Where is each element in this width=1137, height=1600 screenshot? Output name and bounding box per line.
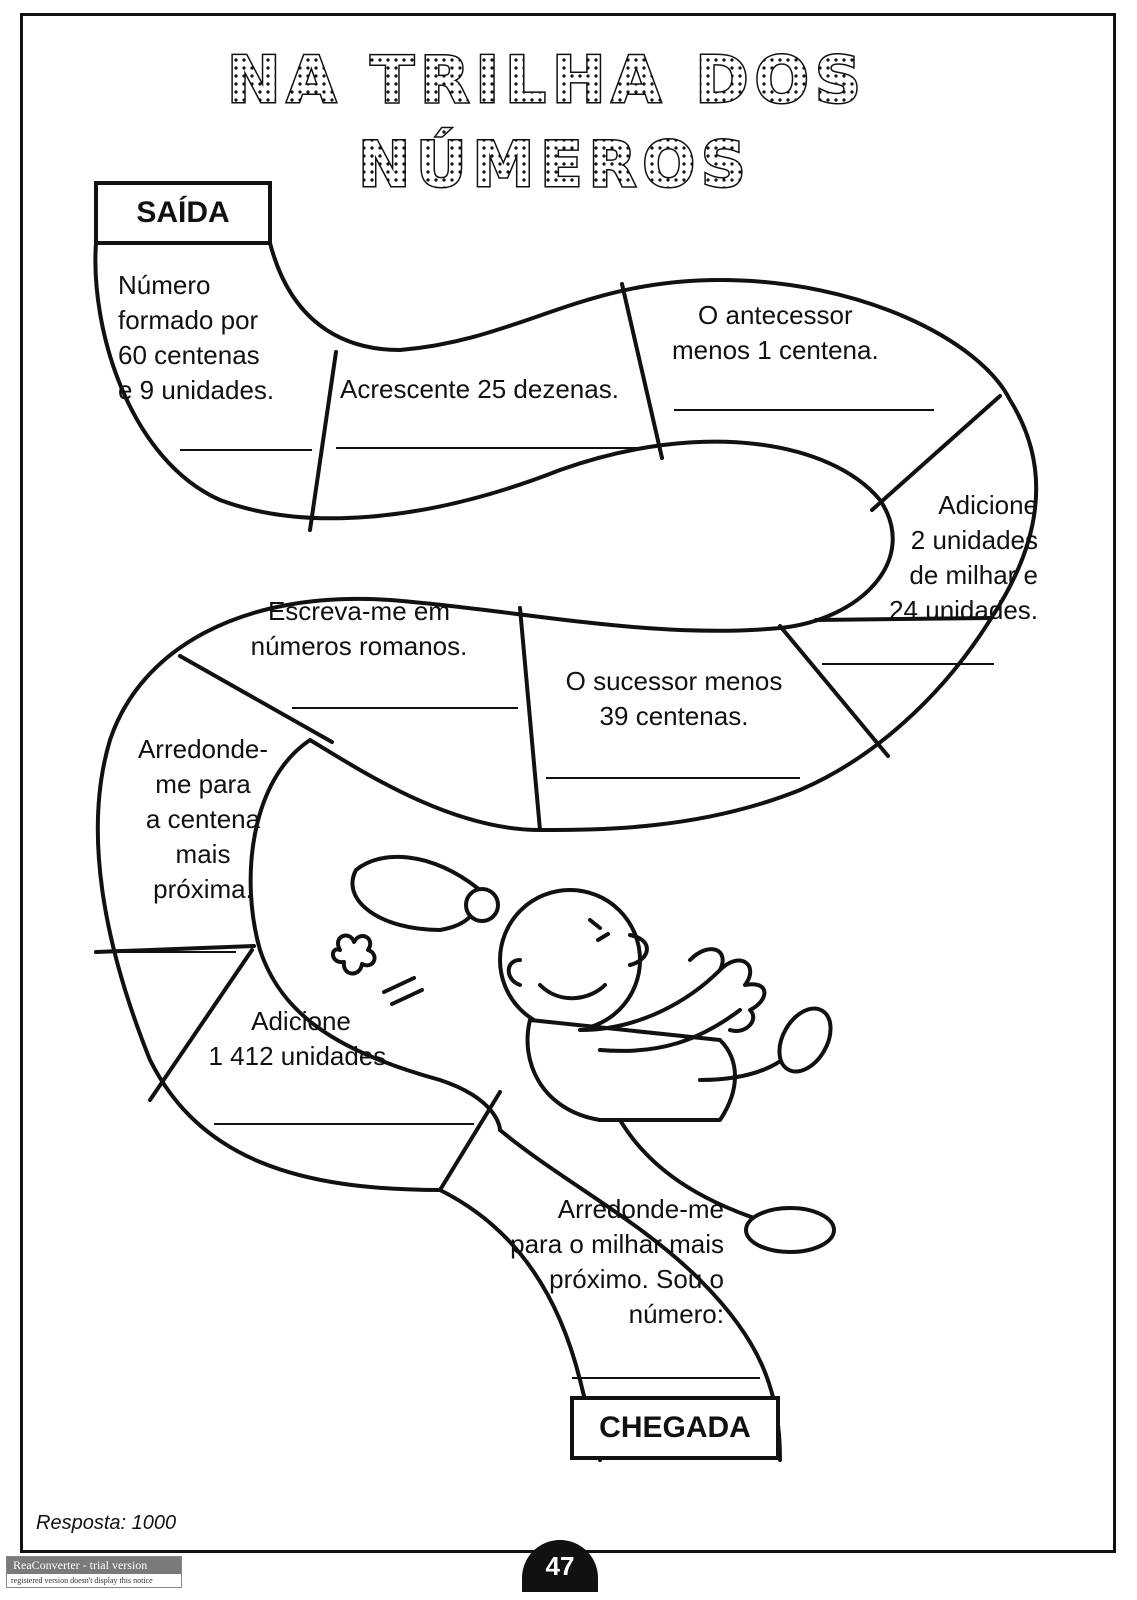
trail-cell-5: O sucessor menos 39 centenas. <box>565 666 783 731</box>
trail-outer-edge <box>93 241 895 1462</box>
finish-label: CHEGADA <box>599 1411 751 1444</box>
trail-cell-7: Arredonde- me para a centena mais próxim… <box>137 734 269 904</box>
start-tab <box>94 181 272 245</box>
trail-cell-4: Adicione 2 unidades de milhar e 24 unida… <box>889 490 1038 625</box>
trail-cell-6: Escreva-me em números romanos. <box>250 596 468 661</box>
trail-inner-edge <box>248 241 1039 1132</box>
watermark-note: registered version doesn't display this … <box>11 1576 153 1585</box>
trail-cell-3: O antecessor menos 1 centena. <box>672 300 879 365</box>
finish-tab <box>570 1396 780 1460</box>
trail-cell-1: Número formado por 60 centenas e 9 unida… <box>118 270 275 405</box>
title-line-2: NÚMEROS <box>358 128 751 201</box>
trail-cell-2: Acrescente 25 dezenas. <box>340 374 619 404</box>
girl-illustration <box>331 854 836 1254</box>
trail-cell-9: Arredonde-me para o milhar mais próximo.… <box>510 1194 724 1329</box>
trial-watermark: ReaConverter - trial version registered … <box>6 1556 182 1588</box>
trail-cell-8: Adicione 1 412 unidades. <box>208 1006 394 1071</box>
answer-note: Resposta: 1000 <box>36 1512 177 1534</box>
start-label: SAÍDA <box>136 196 230 229</box>
watermark-title: ReaConverter - trial version <box>7 1557 181 1574</box>
title-line-1: NA TRILHA DOS <box>227 44 867 118</box>
